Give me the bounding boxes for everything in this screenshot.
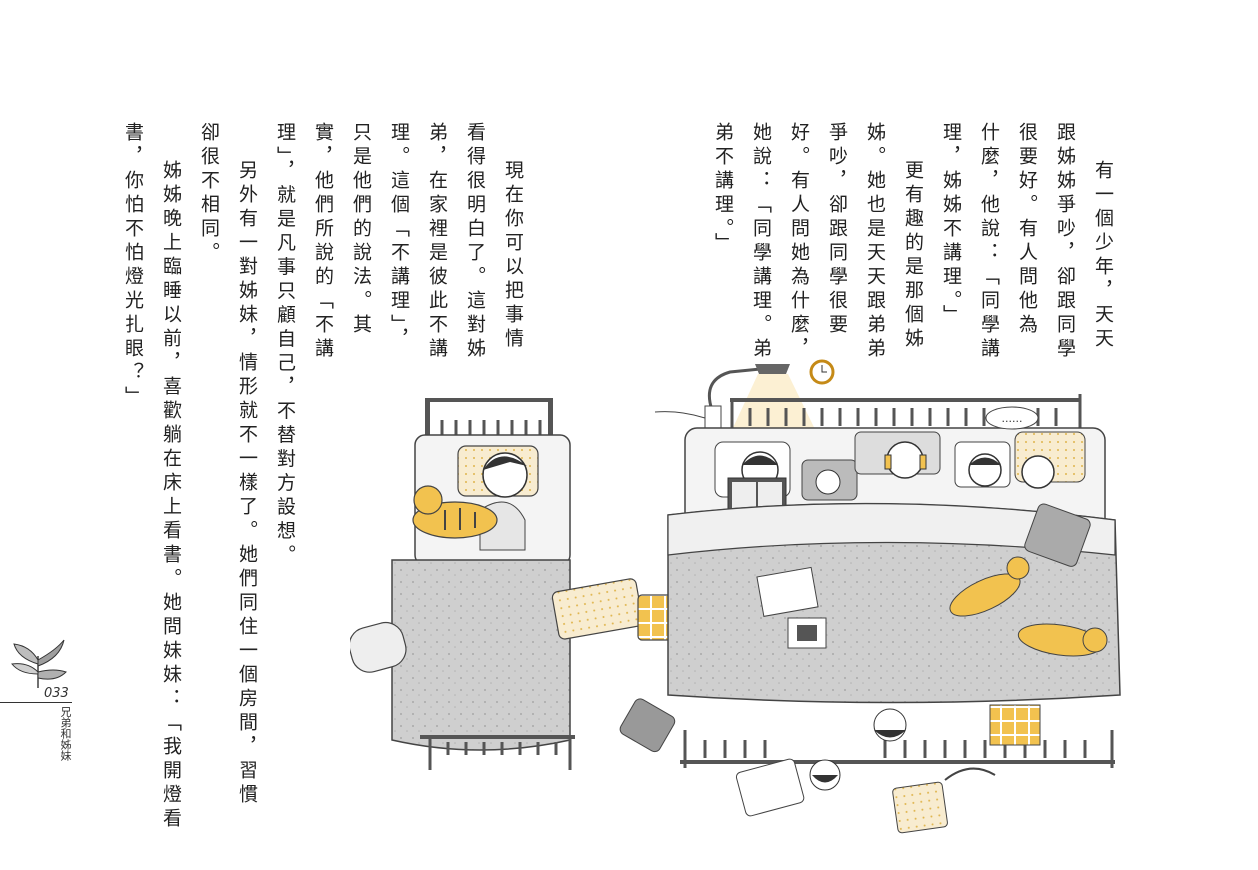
text-column-8: 爭吵，卻跟同學很要	[826, 122, 848, 338]
text-column-9: 好。有人問她為什麼，	[788, 122, 810, 362]
text-column-20: 卻很不相同。	[198, 122, 220, 266]
text-column-22: 書，你怕不怕燈光扎眼？」	[122, 122, 144, 410]
text-column-16: 只是他們的說法。其	[350, 122, 372, 338]
text-column-15: 理。這個「不講理」，	[388, 122, 410, 353]
bedroom-illustration: ......	[350, 359, 1121, 834]
text-column-17: 實，他們所說的「不講	[312, 122, 334, 362]
text-column-5: 理，姊姊不講理。」	[940, 122, 962, 329]
leaf-plant-icon	[11, 639, 67, 688]
footer-divider	[0, 702, 72, 703]
text-column-3: 很要好。有人問他為	[1016, 122, 1038, 338]
text-column-21: 姊姊晚上臨睡以前，喜歡躺在床上看書。她問妹妹：「我開燈看	[160, 160, 182, 832]
text-column-12: 現在你可以把事情	[502, 160, 524, 352]
speech-bubble: ......	[985, 406, 1039, 430]
text-column-4: 什麼，他說：「同學講	[978, 122, 1000, 362]
speech-bubble-text: ......	[1002, 412, 1023, 425]
text-column-11: 弟不講理。」	[712, 122, 734, 257]
text-column-1: 有一個少年，天天	[1092, 160, 1114, 352]
section-title: 兄弟和姊妹	[59, 706, 72, 761]
tiger-plush-icon	[1017, 623, 1108, 657]
tiger-plush-icon	[949, 556, 1030, 617]
text-column-13: 看得很明白了。這對姊	[464, 122, 486, 362]
alarm-clock-icon	[809, 359, 835, 385]
text-column-2: 跟姊姊爭吵，卻跟同學	[1054, 122, 1076, 362]
text-column-10: 她說：「同學講理。弟	[750, 122, 772, 362]
text-column-14: 弟，在家裡是彼此不講	[426, 122, 448, 362]
text-column-19: 另外有一對姊妹，情形就不一樣了。她們同住一個房間，習慣	[236, 160, 258, 808]
text-column-18: 理」，就是凡事只顧自己，不替對方設想。	[274, 122, 296, 569]
right-bed: ......	[619, 359, 1121, 834]
left-bed	[350, 398, 575, 770]
text-column-7: 姊。她也是天天跟弟弟	[864, 122, 886, 362]
text-column-6: 更有趣的是那個姊	[902, 160, 924, 352]
tiger-plush-icon	[412, 485, 498, 539]
page-number: 033	[44, 686, 69, 701]
